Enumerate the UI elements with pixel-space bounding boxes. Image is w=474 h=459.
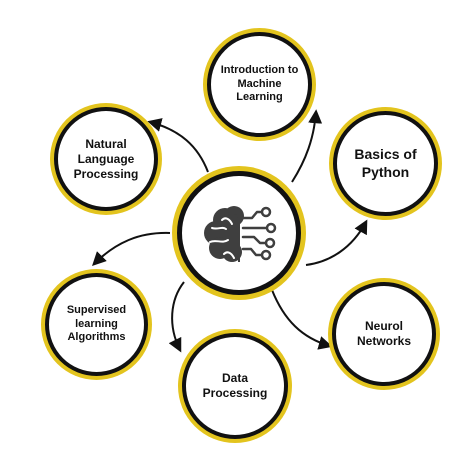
node-label: Introduction to Machine Learning	[220, 63, 299, 104]
arrow-to-neural	[271, 289, 333, 350]
node-supervised: Supervised learning Algorithms	[45, 273, 148, 376]
arrow-to-intro-ml	[291, 109, 323, 183]
node-neural: Neurol Networks	[332, 282, 436, 386]
node-label: Neurol Networks	[356, 319, 412, 348]
arrow-to-data	[168, 281, 185, 353]
node-label: Basics of Python	[354, 146, 417, 180]
node-intro-ml: Introduction to Machine Learning	[207, 32, 312, 137]
central-brain-node	[177, 171, 301, 295]
arrow-to-python	[305, 219, 368, 266]
node-data: Data Processing	[182, 333, 288, 439]
brain-circuit-icon	[204, 206, 277, 262]
node-nlp: Natural Language Processing	[54, 107, 158, 211]
node-label: Supervised learning Algorithms	[66, 303, 127, 344]
node-label: Natural Language Processing	[73, 136, 139, 181]
node-label: Data Processing	[202, 371, 268, 400]
arrow-to-nlp	[147, 118, 209, 173]
arrow-to-supervised	[92, 231, 171, 266]
node-python: Basics of Python	[333, 111, 438, 216]
